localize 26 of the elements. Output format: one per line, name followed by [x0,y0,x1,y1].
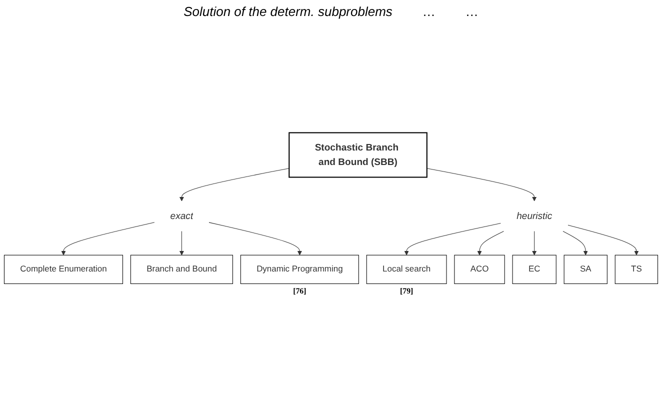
arrow [61,222,155,256]
node-box: Local search [366,254,447,284]
arrow [562,231,588,256]
ellipsis-text: … [422,4,436,19]
node-box: Branch and Bound [130,254,233,284]
arrow [179,231,184,256]
node-box: ACO [454,254,505,284]
arrow [208,222,302,256]
node-box: TS [614,254,658,284]
node-box: Dynamic Programming [240,254,359,284]
node-text: exact [170,210,194,222]
annotation-text: Solution of the determ. subproblems [184,4,392,19]
node-box: Complete Enumeration [4,254,123,284]
arrow [426,168,537,202]
arrow [568,224,639,256]
reference-number: [76] [293,286,306,296]
node-box: Stochastic Branch and Bound (SBB) [288,132,428,178]
arrow [179,168,290,202]
reference-number: [79] [400,286,414,296]
node-box: SA [564,254,608,284]
ellipsis-text: … [465,4,478,19]
node-box: EC [512,254,556,284]
node-text: heuristic [516,210,552,222]
arrow [477,231,504,256]
arrow [532,231,537,256]
arrow [404,223,501,256]
